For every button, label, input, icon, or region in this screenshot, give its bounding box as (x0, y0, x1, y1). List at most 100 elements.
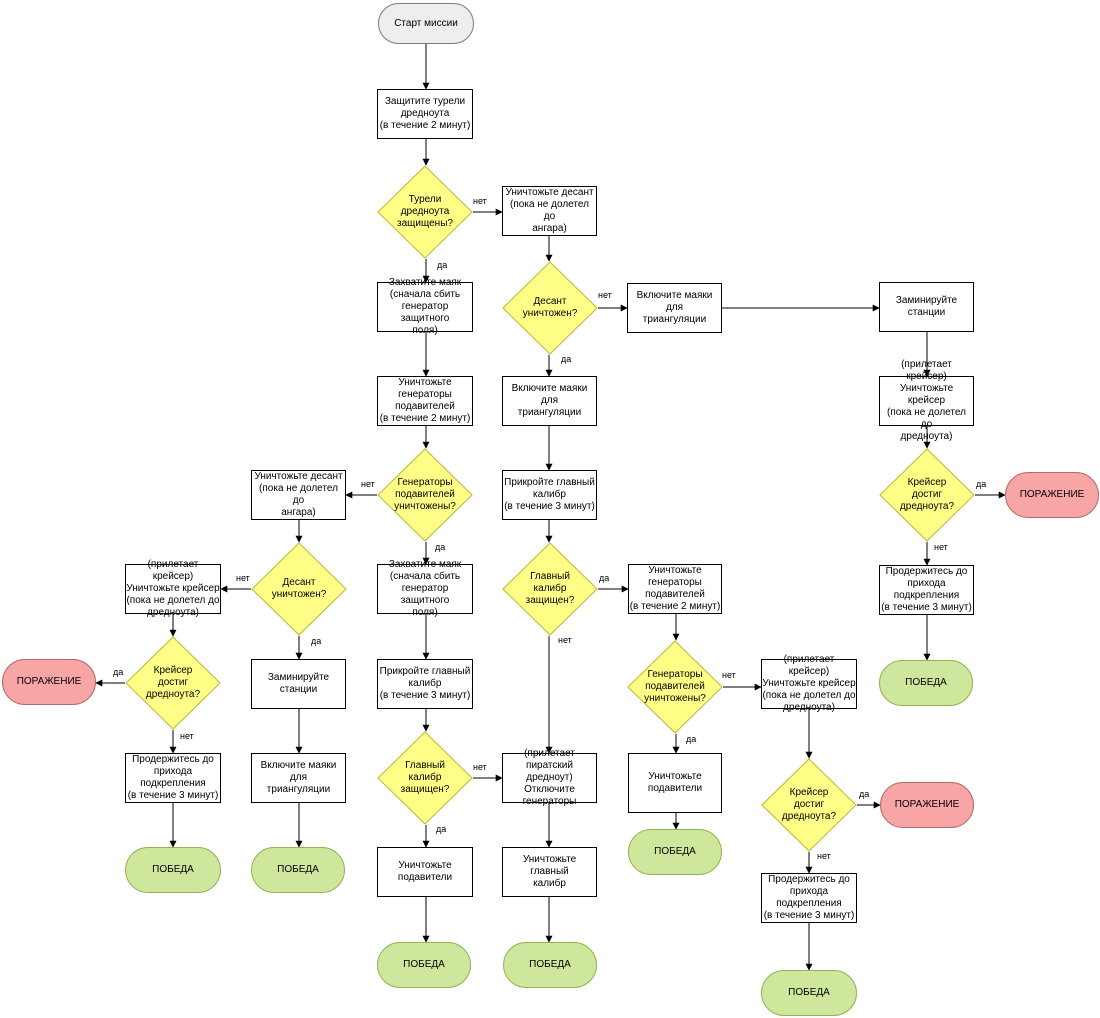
destroy-generators-step-1: Уничтожьте генераторы подавителей (в теч… (377, 376, 473, 426)
node-label: (прилетает крейсер) Уничтожьте крейсер (… (126, 559, 220, 618)
node-label: Продержитесь до прихода подкрепления (в … (881, 566, 972, 613)
node-label: Прикройте главный калибр (в течение 3 ми… (379, 666, 471, 701)
diamond-shape (251, 542, 347, 636)
node-label: Крейсер достиг дредноута? (899, 477, 955, 512)
node-label: Уничтожьте десант (пока не долетел до ан… (254, 471, 343, 518)
node-label: Включите маяки для триангуляции (511, 383, 588, 418)
node-label: Генераторы подавителей уничтожены? (394, 477, 456, 512)
hold-out-step-1: Продержитесь до прихода подкрепления (в … (879, 565, 974, 615)
node-label: ПОБЕДА (905, 677, 947, 688)
hold-out-step-3: Продержитесь до прихода подкрепления (в … (761, 873, 857, 923)
main-caliber-protected-decision-1: Главный калибр защищен? (377, 731, 473, 825)
node-label: Уничтожьте генераторы подавителей (в теч… (379, 377, 471, 424)
main-caliber-protected-decision-2: Главный калибр защищен? (502, 542, 598, 636)
turrets-protected-decision: Турели дредноута защищены? (377, 165, 473, 259)
node-label: ПОБЕДА (152, 864, 194, 875)
node-label: Десант уничтожен? (271, 577, 327, 600)
diamond-shape (125, 636, 221, 730)
defeat-terminal-2: ПОРАЖЕНИЕ (2, 659, 96, 705)
capture-beacon-step-1: Захватите маяк (сначала сбить генератор … (377, 277, 473, 336)
edge-label-yes: да (859, 789, 870, 799)
cruiser-arrives-step-3: (прилетает крейсер) Уничтожьте крейсер (… (761, 654, 857, 713)
edge-label-yes: да (436, 824, 447, 834)
diamond-shape (502, 261, 598, 355)
victory-terminal-7: ПОБЕДА (761, 970, 857, 1016)
start-terminal: Старт миссии (378, 3, 474, 44)
node-label: Крейсер достиг дредноута? (781, 787, 837, 822)
cruiser-arrives-step-2: (прилетает крейсер) Уничтожьте крейсер (… (125, 559, 221, 618)
node-label: Заминируйте станции (267, 672, 330, 695)
edge-label-no: нет (934, 542, 948, 552)
generators-destroyed-decision-1: Генераторы подавителей уничтожены? (377, 448, 473, 542)
victory-terminal-4: ПОБЕДА (377, 942, 471, 988)
enable-beacons-step-1: Включите маяки для триангуляции (627, 283, 722, 333)
node-label: Прикройте главный калибр (в течение 3 ми… (504, 477, 595, 512)
node-label: Продержитесь до прихода подкрепления (в … (127, 754, 219, 801)
edge-label-no: нет (473, 762, 487, 772)
cruiser-arrives-step-1: (прилетает крейсер) Уничтожьте крейсер (… (879, 359, 974, 442)
node-label: Десант уничтожен? (522, 296, 578, 319)
hold-out-step-2: Продержитесь до прихода подкрепления (в … (125, 753, 221, 803)
protect-turrets-step: Защитите турели дредноута (в течение 2 м… (377, 89, 473, 139)
edge-label-no: нет (722, 670, 736, 680)
node-label: Главный калибр защищен? (525, 571, 575, 606)
node-label: ПОБЕДА (529, 959, 571, 970)
edge-label-yes: да (113, 667, 124, 677)
destroy-main-caliber-step: Уничтожьте главный калибр (502, 847, 597, 897)
generators-destroyed-decision-2: Генераторы подавителей уничтожены? (627, 640, 723, 734)
mine-stations-step-2: Заминируйте станции (251, 659, 346, 709)
node-label: Уничтожьте подавители (397, 860, 453, 883)
node-label: Уничтожьте главный калибр (522, 854, 577, 889)
node-label: Захватите маяк (сначала сбить генератор … (388, 559, 462, 618)
node-label: Уничтожьте генераторы подавителей (в теч… (629, 565, 721, 612)
node-label: Уничтожьте подавители (647, 771, 703, 794)
edge-label-yes: да (599, 573, 610, 583)
victory-terminal-1: ПОБЕДА (879, 660, 973, 706)
node-label: Продержитесь до прихода подкрепления (в … (763, 874, 855, 921)
landing-destroyed-decision-2: Десант уничтожен? (251, 542, 347, 636)
edge-label-no: нет (473, 196, 487, 206)
node-label: ПОБЕДА (788, 987, 830, 998)
pirate-dreadnought-step: (прилетает пиратский дредноут) Отключите… (502, 748, 597, 807)
node-label: ПОРАЖЕНИЕ (1019, 489, 1085, 500)
diamond-shape (879, 448, 975, 542)
destroy-landing-step-2: Уничтожьте десант (пока не долетел до ан… (251, 470, 346, 520)
diamond-shape (627, 640, 723, 734)
node-label: Крейсер достиг дредноута? (145, 665, 201, 700)
node-label: (прилетает крейсер) Уничтожьте крейсер (… (887, 359, 966, 442)
victory-terminal-6: ПОБЕДА (628, 829, 722, 875)
node-label: Уничтожьте десант (пока не долетел до ан… (505, 187, 594, 234)
node-label: Главный калибр защищен? (400, 760, 450, 795)
diamond-shape (377, 448, 473, 542)
node-label: Включите маяки для триангуляции (636, 290, 713, 325)
victory-terminal-3: ПОБЕДА (251, 847, 345, 893)
destroy-suppressors-step-1: Уничтожьте подавители (377, 847, 473, 897)
edge-label-no: нет (236, 573, 250, 583)
destroy-generators-step-2: Уничтожьте генераторы подавителей (в теч… (628, 564, 722, 614)
cruiser-reached-decision-3: Крейсер достиг дредноута? (761, 758, 857, 852)
edge-label-no: нет (598, 290, 612, 300)
defeat-terminal-1: ПОРАЖЕНИЕ (1005, 472, 1099, 518)
node-label: Старт миссии (394, 17, 458, 29)
cruiser-reached-decision-2: Крейсер достиг дредноута? (125, 636, 221, 730)
edge-label-yes: да (561, 354, 572, 364)
destroy-suppressors-step-2: Уничтожьте подавители (628, 753, 722, 813)
node-label: (прилетает крейсер) Уничтожьте крейсер (… (762, 654, 856, 713)
cover-main-caliber-step-1: Прикройте главный калибр (в течение 3 ми… (377, 659, 473, 709)
capture-beacon-step-2: Захватите маяк (сначала сбить генератор … (377, 559, 473, 618)
node-label: Включите маяки для триангуляции (260, 760, 337, 795)
node-label: Генераторы подавителей уничтожены? (644, 669, 706, 704)
node-label: ПОРАЖЕНИЕ (894, 799, 960, 810)
diamond-shape (377, 165, 473, 259)
cruiser-reached-decision-1: Крейсер достиг дредноута? (879, 448, 975, 542)
landing-destroyed-decision-1: Десант уничтожен? (502, 261, 598, 355)
node-label: Защитите турели дредноута (в течение 2 м… (379, 96, 471, 131)
enable-beacons-step-2: Включите маяки для триангуляции (251, 753, 346, 803)
mine-stations-step-1: Заминируйте станции (879, 282, 974, 332)
edge-label-no: нет (558, 635, 572, 645)
edge-label-no: нет (817, 851, 831, 861)
edge-label-no: нет (180, 731, 194, 741)
node-label: ПОБЕДА (654, 846, 696, 857)
